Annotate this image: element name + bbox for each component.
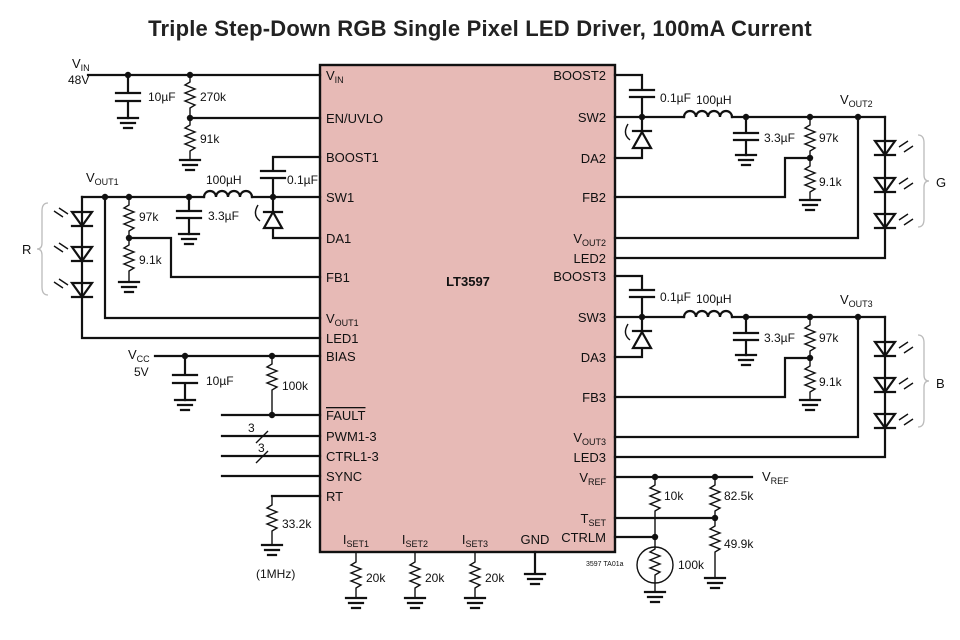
- pin-right-8: DA3: [581, 350, 606, 365]
- pin-right-2: DA2: [581, 151, 606, 166]
- channel2-buck: [613, 73, 930, 260]
- channel3-buck: [613, 274, 930, 459]
- pin-left-7: LED1: [326, 331, 359, 346]
- vin-voltage: 48V: [68, 73, 89, 87]
- pin-left-1: EN/UVLO: [326, 111, 383, 126]
- pin-left-5: FB1: [326, 270, 350, 285]
- right-pin-labels: BOOST2SW2DA2FB2VOUT2LED2BOOST3SW3DA3FB3V…: [553, 68, 606, 545]
- c-boost3-value: 0.1µF: [660, 290, 691, 304]
- vref-label: VREF: [762, 469, 789, 486]
- channel2-color-label: G: [936, 175, 946, 190]
- channel1-buck: [36, 155, 322, 340]
- diagram-title: Triple Step-Down RGB Single Pixel LED Dr…: [148, 16, 812, 41]
- ic-part-number: LT3597: [446, 274, 490, 289]
- r-en-top-value: 270k: [200, 90, 227, 104]
- r-fb2-bot-value: 9.1k: [819, 175, 843, 189]
- pin-left-13: RT: [326, 489, 343, 504]
- r-fb3-top-value: 97k: [819, 331, 839, 345]
- c-boost2-value: 0.1µF: [660, 91, 691, 105]
- vref-section: [613, 473, 754, 604]
- c-out3-value: 3.3µF: [764, 331, 795, 345]
- vout1-label: VOUT1: [86, 170, 119, 187]
- thermistor-value: 100k: [678, 558, 705, 572]
- pin-left-9: FAULT: [326, 408, 366, 423]
- r-fb2-top-value: 97k: [819, 131, 839, 145]
- pwm-bus-width: 3: [248, 421, 255, 435]
- pin-bottom-1: ISET2: [402, 532, 428, 549]
- pin-right-14: CTRLM: [561, 530, 606, 545]
- bottom-pin-labels: ISET1 ISET2 ISET3 GND: [343, 532, 550, 549]
- vcc-label: VCC: [128, 347, 150, 364]
- pin-right-5: LED2: [573, 251, 606, 266]
- figure-code: 3597 TA01a: [586, 561, 624, 568]
- pin-right-6: BOOST3: [553, 269, 606, 284]
- iset-section: [344, 550, 547, 610]
- ic-body: [318, 63, 617, 554]
- pin-left-4: DA1: [326, 231, 351, 246]
- r-fb3-bot-value: 9.1k: [819, 375, 843, 389]
- pin-bottom-3: GND: [521, 532, 550, 547]
- c-boost1-value: 0.1µF: [287, 173, 318, 187]
- r-en-bot-value: 91k: [200, 132, 220, 146]
- pin-right-9: FB3: [582, 390, 606, 405]
- pin-left-10: PWM1-3: [326, 429, 377, 444]
- pin-left-0: VIN: [326, 68, 344, 85]
- pin-right-1: SW2: [578, 110, 606, 125]
- l1-value: 100µH: [206, 173, 242, 187]
- vcc-section: [153, 352, 322, 557]
- r-rt-value: 33.2k: [282, 517, 312, 531]
- pin-right-0: BOOST2: [553, 68, 606, 83]
- pin-left-3: SW1: [326, 190, 354, 205]
- r-tset-value: 49.9k: [724, 537, 754, 551]
- channel3-color-label: B: [936, 376, 945, 391]
- r-fb1-bot-value: 9.1k: [139, 253, 163, 267]
- pin-bottom-0: ISET1: [343, 532, 369, 549]
- pin-right-4: VOUT2: [573, 231, 606, 248]
- pin-left-2: BOOST1: [326, 150, 379, 165]
- r-ref-b-value: 82.5k: [724, 489, 754, 503]
- r-fault-value: 100k: [282, 379, 309, 393]
- vin-label: VIN: [72, 56, 90, 73]
- r-ref-a-value: 10k: [664, 489, 684, 503]
- pin-right-11: LED3: [573, 450, 606, 465]
- c-vin-value: 10µF: [148, 90, 176, 104]
- pin-left-8: BIAS: [326, 349, 356, 364]
- r-iset1-value: 20k: [366, 571, 386, 585]
- vin-section: [86, 71, 322, 172]
- pin-bottom-2: ISET3: [462, 532, 488, 549]
- ctrl-bus-width: 3: [258, 441, 265, 455]
- c-out2-value: 3.3µF: [764, 131, 795, 145]
- pin-right-3: FB2: [582, 190, 606, 205]
- c-out1-value: 3.3µF: [208, 209, 239, 223]
- channel1-color-label: R: [22, 242, 31, 257]
- vcc-voltage: 5V: [134, 365, 149, 379]
- l3-value: 100µH: [696, 292, 732, 306]
- l2-value: 100µH: [696, 93, 732, 107]
- pin-right-12: VREF: [579, 470, 606, 487]
- pin-left-6: VOUT1: [326, 311, 359, 328]
- pin-left-11: CTRL1-3: [326, 449, 379, 464]
- pin-right-10: VOUT3: [573, 430, 606, 447]
- vout3-label: VOUT3: [840, 292, 873, 309]
- rt-frequency-note: (1MHz): [256, 567, 295, 581]
- pin-right-13: TSET: [581, 511, 607, 528]
- r-fb1-top-value: 97k: [139, 210, 159, 224]
- pin-left-12: SYNC: [326, 469, 362, 484]
- r-iset3-value: 20k: [485, 571, 505, 585]
- pin-right-7: SW3: [578, 310, 606, 325]
- vout2-label: VOUT2: [840, 92, 873, 109]
- r-iset2-value: 20k: [425, 571, 445, 585]
- c-vcc-value: 10µF: [206, 374, 234, 388]
